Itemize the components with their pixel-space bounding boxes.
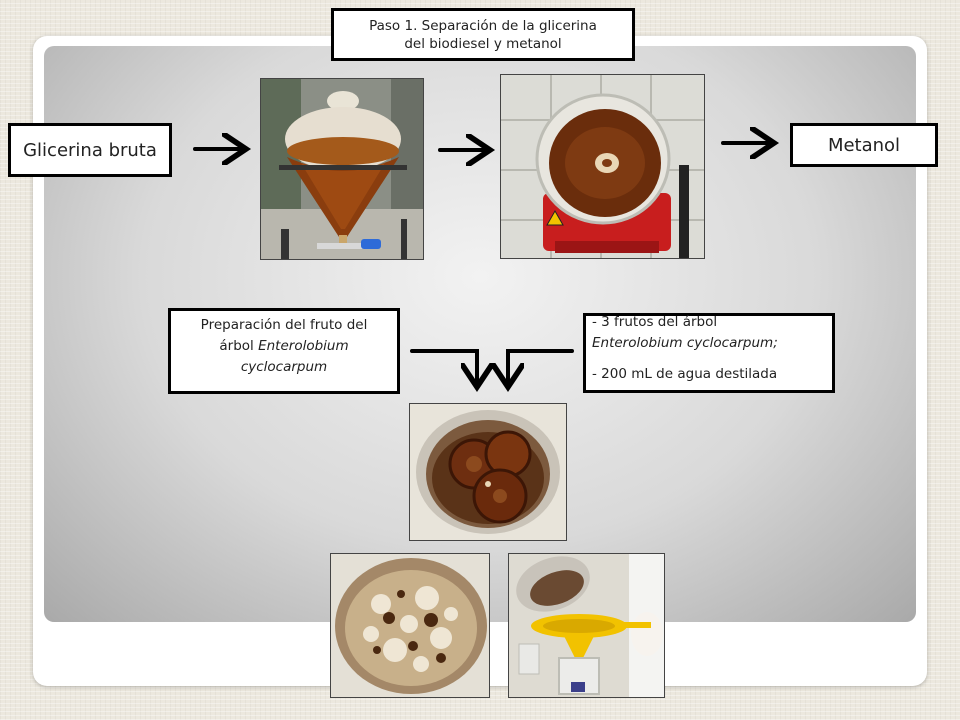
ingredient-1-italic: Enterolobium cyclocarpum; [592, 335, 778, 351]
preparation-line-3: cyclocarpum [171, 357, 397, 378]
filtering-illustration [509, 554, 664, 697]
metanol-box: Metanol [790, 123, 938, 167]
separatory-funnel-photo [260, 78, 424, 260]
boiling-pot-photo [330, 553, 490, 698]
filtering-photo [508, 553, 665, 698]
preparation-line-2: árbol Enterolobium [171, 336, 397, 357]
ingredients-box: - 3 frutos del árbol Enterolobium cycloc… [583, 313, 835, 393]
boiling-pot-illustration [331, 554, 489, 697]
ingredient-2: - 200 mL de agua destilada [592, 366, 778, 382]
glicerina-bruta-box: Glicerina bruta [8, 123, 172, 177]
heated-beaker-photo [500, 74, 705, 259]
fruit-preparation-box: Preparación del fruto del árbol Enterolo… [168, 308, 400, 394]
metanol-label: Metanol [827, 134, 901, 156]
glicerina-bruta-label: Glicerina bruta [23, 139, 157, 161]
preparation-genus: Enterolobium [258, 338, 349, 354]
fruit-in-pot-illustration [410, 404, 566, 540]
arrow-ingredients-to-pot [508, 349, 574, 383]
preparation-species: cyclocarpum [240, 359, 328, 375]
step-title-box: Paso 1. Separación de la glicerina del b… [331, 8, 635, 61]
step-title-line-2: del biodiesel y metanol [404, 36, 562, 52]
fruit-in-pot-photo [409, 403, 567, 541]
step-title-line-1: Paso 1. Separación de la glicerina [369, 18, 597, 34]
preparation-line-1: Preparación del fruto del [200, 317, 368, 333]
arrow-preparation-to-pot [410, 349, 477, 383]
ingredient-1-species: Enterolobium cyclocarpum; [592, 333, 826, 354]
heated-beaker-illustration [501, 75, 704, 258]
preparation-line-2-prefix: árbol [219, 338, 259, 354]
ingredient-1-prefix: - 3 frutos del árbol [592, 314, 718, 330]
separatory-funnel-illustration [261, 79, 423, 259]
